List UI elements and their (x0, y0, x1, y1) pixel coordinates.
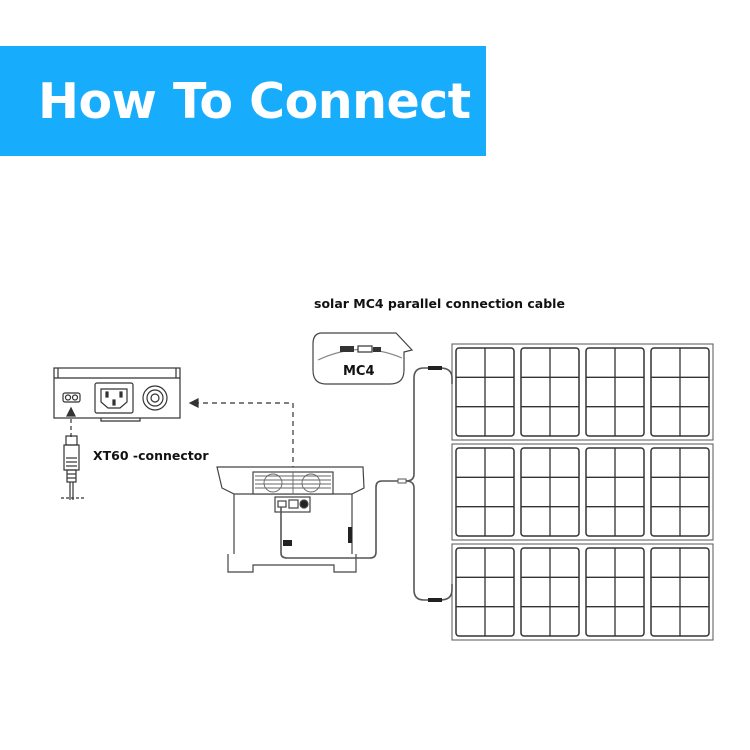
solar-panel (455, 547, 515, 637)
station-cable (280, 366, 453, 602)
solar-panel-row (451, 543, 714, 641)
solar-panel (585, 547, 645, 637)
solar-panel (585, 347, 645, 437)
mc4-label: MC4 (343, 364, 375, 379)
xt60-connector-plug (61, 406, 84, 500)
solar-panel (520, 347, 580, 437)
round-port-icon (142, 385, 168, 411)
solar-panel (520, 547, 580, 637)
solar-panel (455, 447, 515, 537)
header-banner: How To Connect (0, 46, 486, 156)
solar-panel (650, 547, 710, 637)
solar-panel-array (451, 343, 714, 641)
solar-panel (455, 347, 515, 437)
cable-label: solar MC4 parallel connection cable (314, 296, 565, 311)
xt60-label: XT60 -connector (93, 448, 209, 463)
page-title: How To Connect (38, 72, 471, 130)
solar-panel-row (451, 443, 714, 541)
power-station (216, 466, 365, 573)
ac-socket-icon (94, 382, 134, 414)
solar-panel (520, 447, 580, 537)
solar-panel (585, 447, 645, 537)
port-panel-detail (53, 367, 181, 422)
mc4-callout (312, 332, 414, 385)
xt60-port-icon (62, 392, 81, 403)
solar-panel (650, 447, 710, 537)
solar-panel (650, 347, 710, 437)
dashed-arrow-detail (188, 398, 294, 480)
solar-panel-row (451, 343, 714, 441)
